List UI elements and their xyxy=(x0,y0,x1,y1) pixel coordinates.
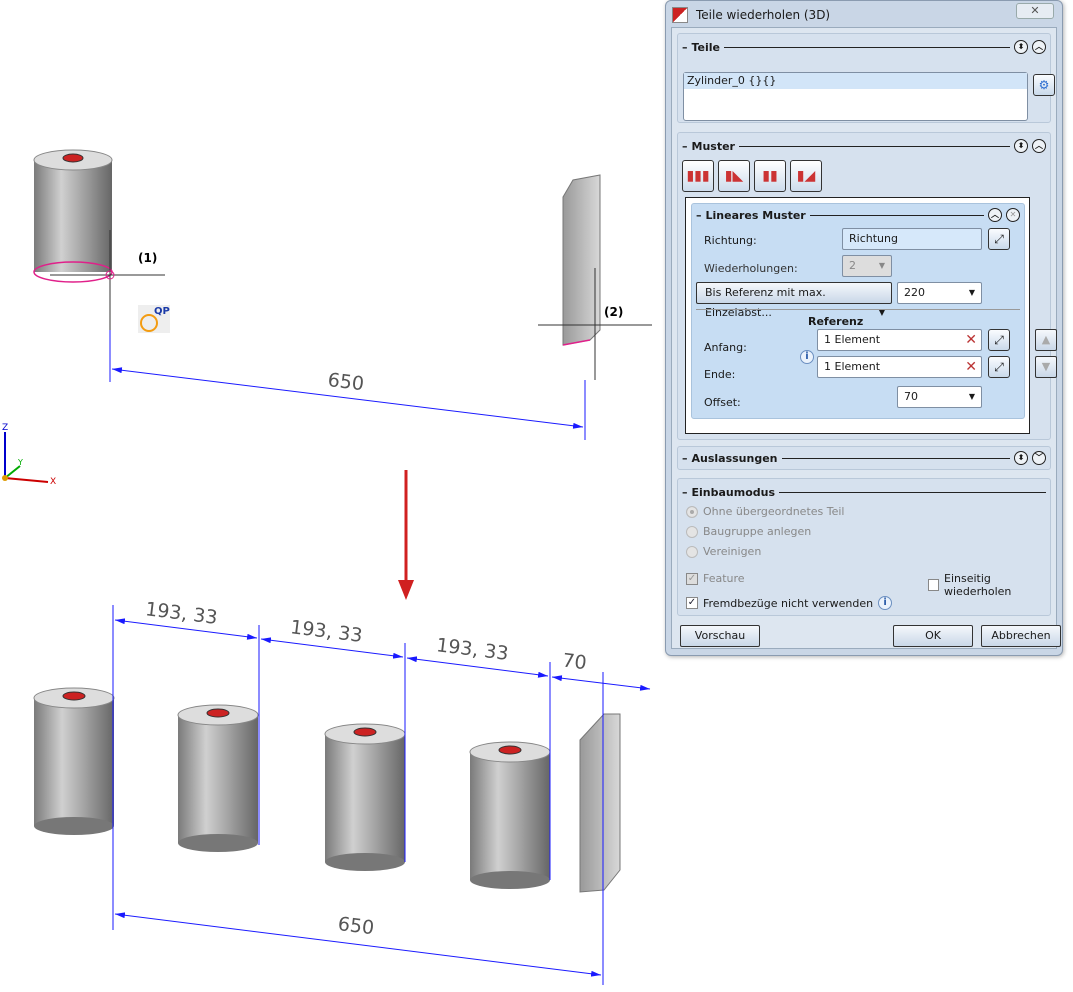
list-item[interactable]: Zylinder_0 {}{} xyxy=(684,73,1027,89)
preview-button[interactable]: Vorschau xyxy=(680,625,760,647)
dim-spacing-2: 193, 33 xyxy=(289,616,364,647)
cylinder-copy-2 xyxy=(177,704,259,852)
richtung-field[interactable]: Richtung xyxy=(842,228,982,250)
move-up-button[interactable]: ▲ xyxy=(1035,329,1057,351)
checkbox-feature[interactable]: ✓Feature xyxy=(686,572,745,585)
dim-label-bottom: 650 xyxy=(337,913,376,939)
app-icon xyxy=(672,6,688,23)
dim-offset: 70 xyxy=(561,650,588,675)
checkbox-einseitig[interactable]: Einseitig wiederholen xyxy=(928,572,1050,598)
clear-icon[interactable]: ✕ xyxy=(965,332,977,348)
move-down-button[interactable]: ▼ xyxy=(1035,356,1057,378)
add-part-gear-button[interactable]: ⚙ xyxy=(1033,74,1055,96)
title-bar: Teile wiederholen (3D) ✕ xyxy=(666,1,1062,28)
dimension-650-top xyxy=(109,330,586,440)
mode-select[interactable]: Bis Referenz mit max. Einzelabst... xyxy=(696,282,892,323)
linear-pattern-button[interactable]: ▮▮▮ xyxy=(682,160,714,192)
close-button[interactable]: ✕ xyxy=(1016,3,1054,19)
expand-icon[interactable]: ﹀ xyxy=(1032,451,1046,465)
referenz-label: Referenz xyxy=(808,315,864,328)
subsection-title: Lineares Muster xyxy=(705,208,806,222)
dimension-chain xyxy=(112,605,651,985)
combined-pattern-button[interactable]: ▮◢ xyxy=(790,160,822,192)
cylinder-original xyxy=(33,149,113,283)
svg-text:QP: QP xyxy=(154,306,170,317)
clear-icon[interactable]: ✕ xyxy=(965,359,977,375)
section-muster: –Muster⬍︿ ▮▮▮ ▮◣ ▮▮ ▮◢ –Lineares Muster︿… xyxy=(677,132,1057,440)
pick-anfang-button[interactable]: ⤢ xyxy=(988,329,1010,351)
dim-label-top: 650 xyxy=(327,369,366,395)
anfang-label: Anfang: xyxy=(704,341,747,354)
marker-2: (2) xyxy=(604,305,623,319)
radio-baugruppe[interactable]: Baugruppe anlegen xyxy=(686,525,811,538)
expand-all-icon[interactable]: ⬍ xyxy=(1014,451,1028,465)
rotational-pattern-button[interactable]: ▮◣ xyxy=(718,160,750,192)
ok-button[interactable]: OK xyxy=(893,625,973,647)
ende-value: 1 Element xyxy=(824,360,881,373)
anfang-value: 1 Element xyxy=(824,333,881,346)
ende-label: Ende: xyxy=(704,368,736,381)
repeat-parts-dialog: Teile wiederholen (3D) ✕ –Teile⬍︿ Zylind… xyxy=(665,0,1063,656)
section-title: Muster xyxy=(691,139,735,153)
cad-viewport[interactable]: (1) QP (2) 650 Z Y X 193, 33 193, 33 193, … xyxy=(0,0,660,992)
collapse-icon[interactable]: ︿ xyxy=(1032,139,1046,153)
reference-crosshair-2 xyxy=(538,268,652,380)
marker-1: (1) xyxy=(138,251,157,265)
dim-spacing-3: 193, 33 xyxy=(435,634,510,665)
dialog-title: Teile wiederholen (3D) xyxy=(696,7,831,22)
anfang-field[interactable]: 1 Element ✕ xyxy=(817,329,982,351)
section-title: Auslassungen xyxy=(691,451,778,465)
section-title: Einbaumodus xyxy=(691,485,776,499)
remove-icon[interactable]: ✕ xyxy=(1006,208,1020,222)
cancel-button[interactable]: Abbrechen xyxy=(981,625,1061,647)
qp-icon: QP xyxy=(138,305,170,333)
radio-ohne-teil[interactable]: Ohne übergeordnetes Teil xyxy=(686,505,845,518)
pattern-panel: –Lineares Muster︿✕ Richtung: Richtung ⤢ … xyxy=(685,197,1030,434)
max-distance-select[interactable]: 220 xyxy=(897,282,982,304)
svg-text:X: X xyxy=(50,477,56,487)
richtung-label: Richtung: xyxy=(704,234,757,247)
plate-result xyxy=(579,713,621,893)
cylinder-copy-1 xyxy=(33,687,115,835)
info-icon[interactable]: i xyxy=(800,350,814,364)
radio-vereinigen[interactable]: Vereinigen xyxy=(686,545,761,558)
wiederholungen-select[interactable]: 2 xyxy=(842,255,892,277)
dim-spacing-1: 193, 33 xyxy=(144,598,219,629)
ende-field[interactable]: 1 Element ✕ xyxy=(817,356,982,378)
collapse-icon[interactable]: ︿ xyxy=(1032,40,1046,54)
result-arrow xyxy=(398,470,414,600)
svg-text:Z: Z xyxy=(2,423,8,433)
info-icon[interactable]: i xyxy=(878,596,893,610)
offset-label: Offset: xyxy=(704,396,741,409)
cylinder-copy-4 xyxy=(469,741,551,889)
svg-text:Y: Y xyxy=(17,458,23,467)
cylinder-copy-3 xyxy=(324,723,406,871)
collapse-icon[interactable]: ︿ xyxy=(988,208,1002,222)
pick-direction-button[interactable]: ⤢ xyxy=(988,228,1010,250)
plate-original xyxy=(562,174,601,346)
wiederholungen-label: Wiederholungen: xyxy=(704,262,798,275)
linear-pattern-panel: –Lineares Muster︿✕ Richtung: Richtung ⤢ … xyxy=(691,203,1025,419)
offset-select[interactable]: 70 xyxy=(897,386,982,408)
section-einbaumodus: –Einbaumodus Ohne übergeordnetes Teil Ba… xyxy=(677,478,1051,616)
reference-crosshair-1 xyxy=(50,230,165,330)
expand-all-icon[interactable]: ⬍ xyxy=(1014,139,1028,153)
axis-triad: Z Y X xyxy=(2,423,56,487)
section-teile: –Teile⬍︿ Zylinder_0 {}{} ⚙ xyxy=(677,33,1055,123)
section-auslassungen[interactable]: –Auslassungen⬍﹀ xyxy=(677,446,1051,470)
parts-list[interactable]: Zylinder_0 {}{} xyxy=(683,72,1028,121)
curve-pattern-button[interactable]: ▮▮ xyxy=(754,160,786,192)
expand-all-icon[interactable]: ⬍ xyxy=(1014,40,1028,54)
pick-ende-button[interactable]: ⤢ xyxy=(988,356,1010,378)
section-title: Teile xyxy=(691,40,721,54)
